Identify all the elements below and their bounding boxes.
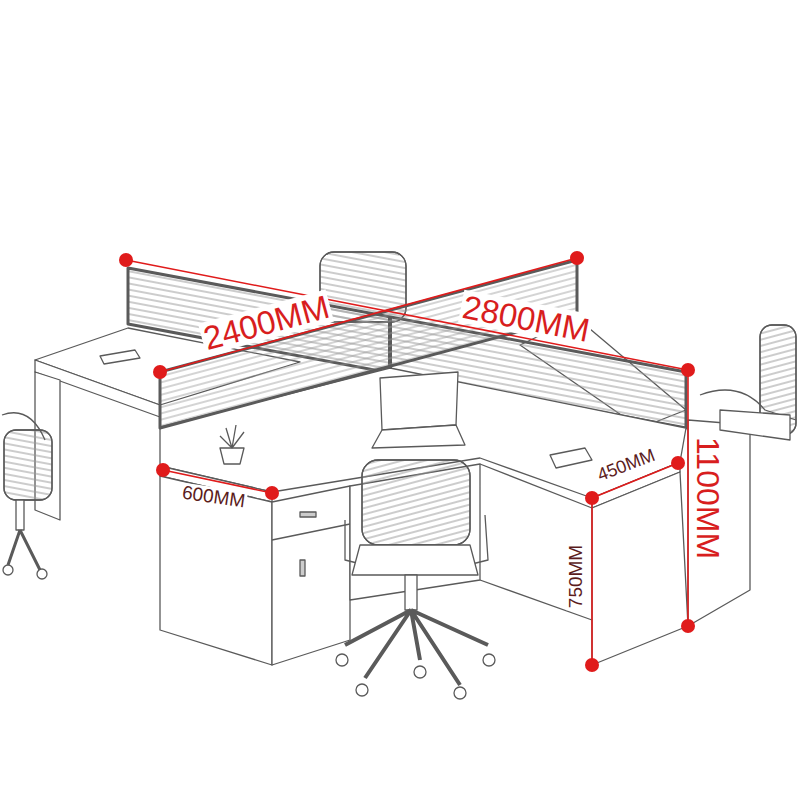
- document: [100, 350, 140, 364]
- dimension-label: 750MM: [566, 542, 585, 609]
- dimension-label: 1100MM: [692, 435, 724, 561]
- laptop: [372, 372, 465, 448]
- front-chair: [336, 460, 495, 699]
- side-chair: [2, 413, 52, 579]
- dimension-label: 600MM: [179, 482, 248, 510]
- dimension-label: 2800MM: [458, 289, 594, 347]
- dimension-lines: [126, 258, 688, 665]
- dimension-dots: [119, 251, 695, 672]
- plant: [220, 425, 244, 464]
- side-chair: [700, 325, 796, 440]
- desk-end-panel: [160, 476, 272, 665]
- desk-end-panel: [688, 420, 750, 626]
- dimension-label: 450MM: [593, 445, 659, 485]
- document: [550, 448, 592, 468]
- dimension-label: 2400MM: [198, 289, 334, 355]
- glass-partition: [160, 260, 577, 428]
- desk-end-panel: [592, 472, 688, 665]
- desk-cluster: [2, 252, 796, 699]
- pedestal-cabinet: [272, 486, 350, 665]
